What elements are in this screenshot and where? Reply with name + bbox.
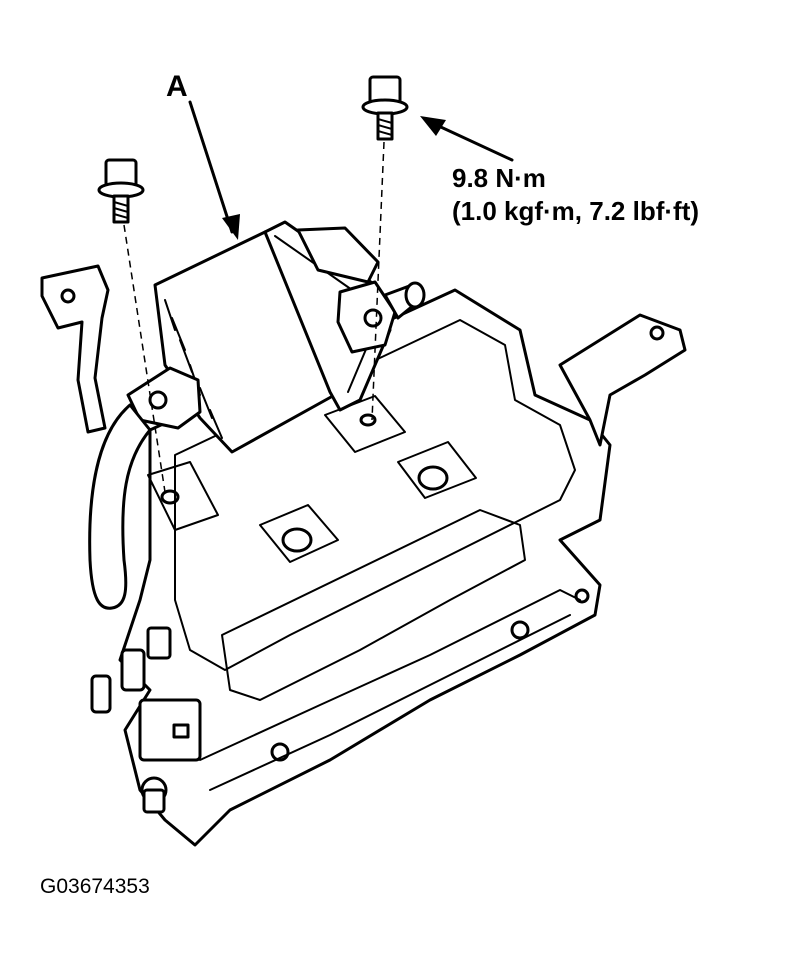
callout-label-a: A: [166, 70, 188, 103]
torque-arrow: [420, 116, 514, 162]
flange-bolt-right: [361, 75, 409, 421]
vent-hose: [88, 403, 152, 610]
callout-a-leader: [188, 100, 240, 240]
torque-spec-imperial: (1.0 kgf·m, 7.2 lbf·ft): [452, 196, 700, 226]
mount-boss-center: [259, 504, 339, 563]
figure-id: G03674353: [40, 875, 150, 898]
torque-spec-metric: 9.8 N·m: [452, 163, 546, 193]
left-mounting-bracket: [40, 264, 110, 434]
mount-boss-left: [147, 461, 219, 531]
lower-connectors: [90, 626, 202, 814]
evap-canister-a: [126, 220, 426, 454]
flange-bolt-left: [97, 158, 166, 493]
mount-boss-right: [397, 441, 477, 499]
